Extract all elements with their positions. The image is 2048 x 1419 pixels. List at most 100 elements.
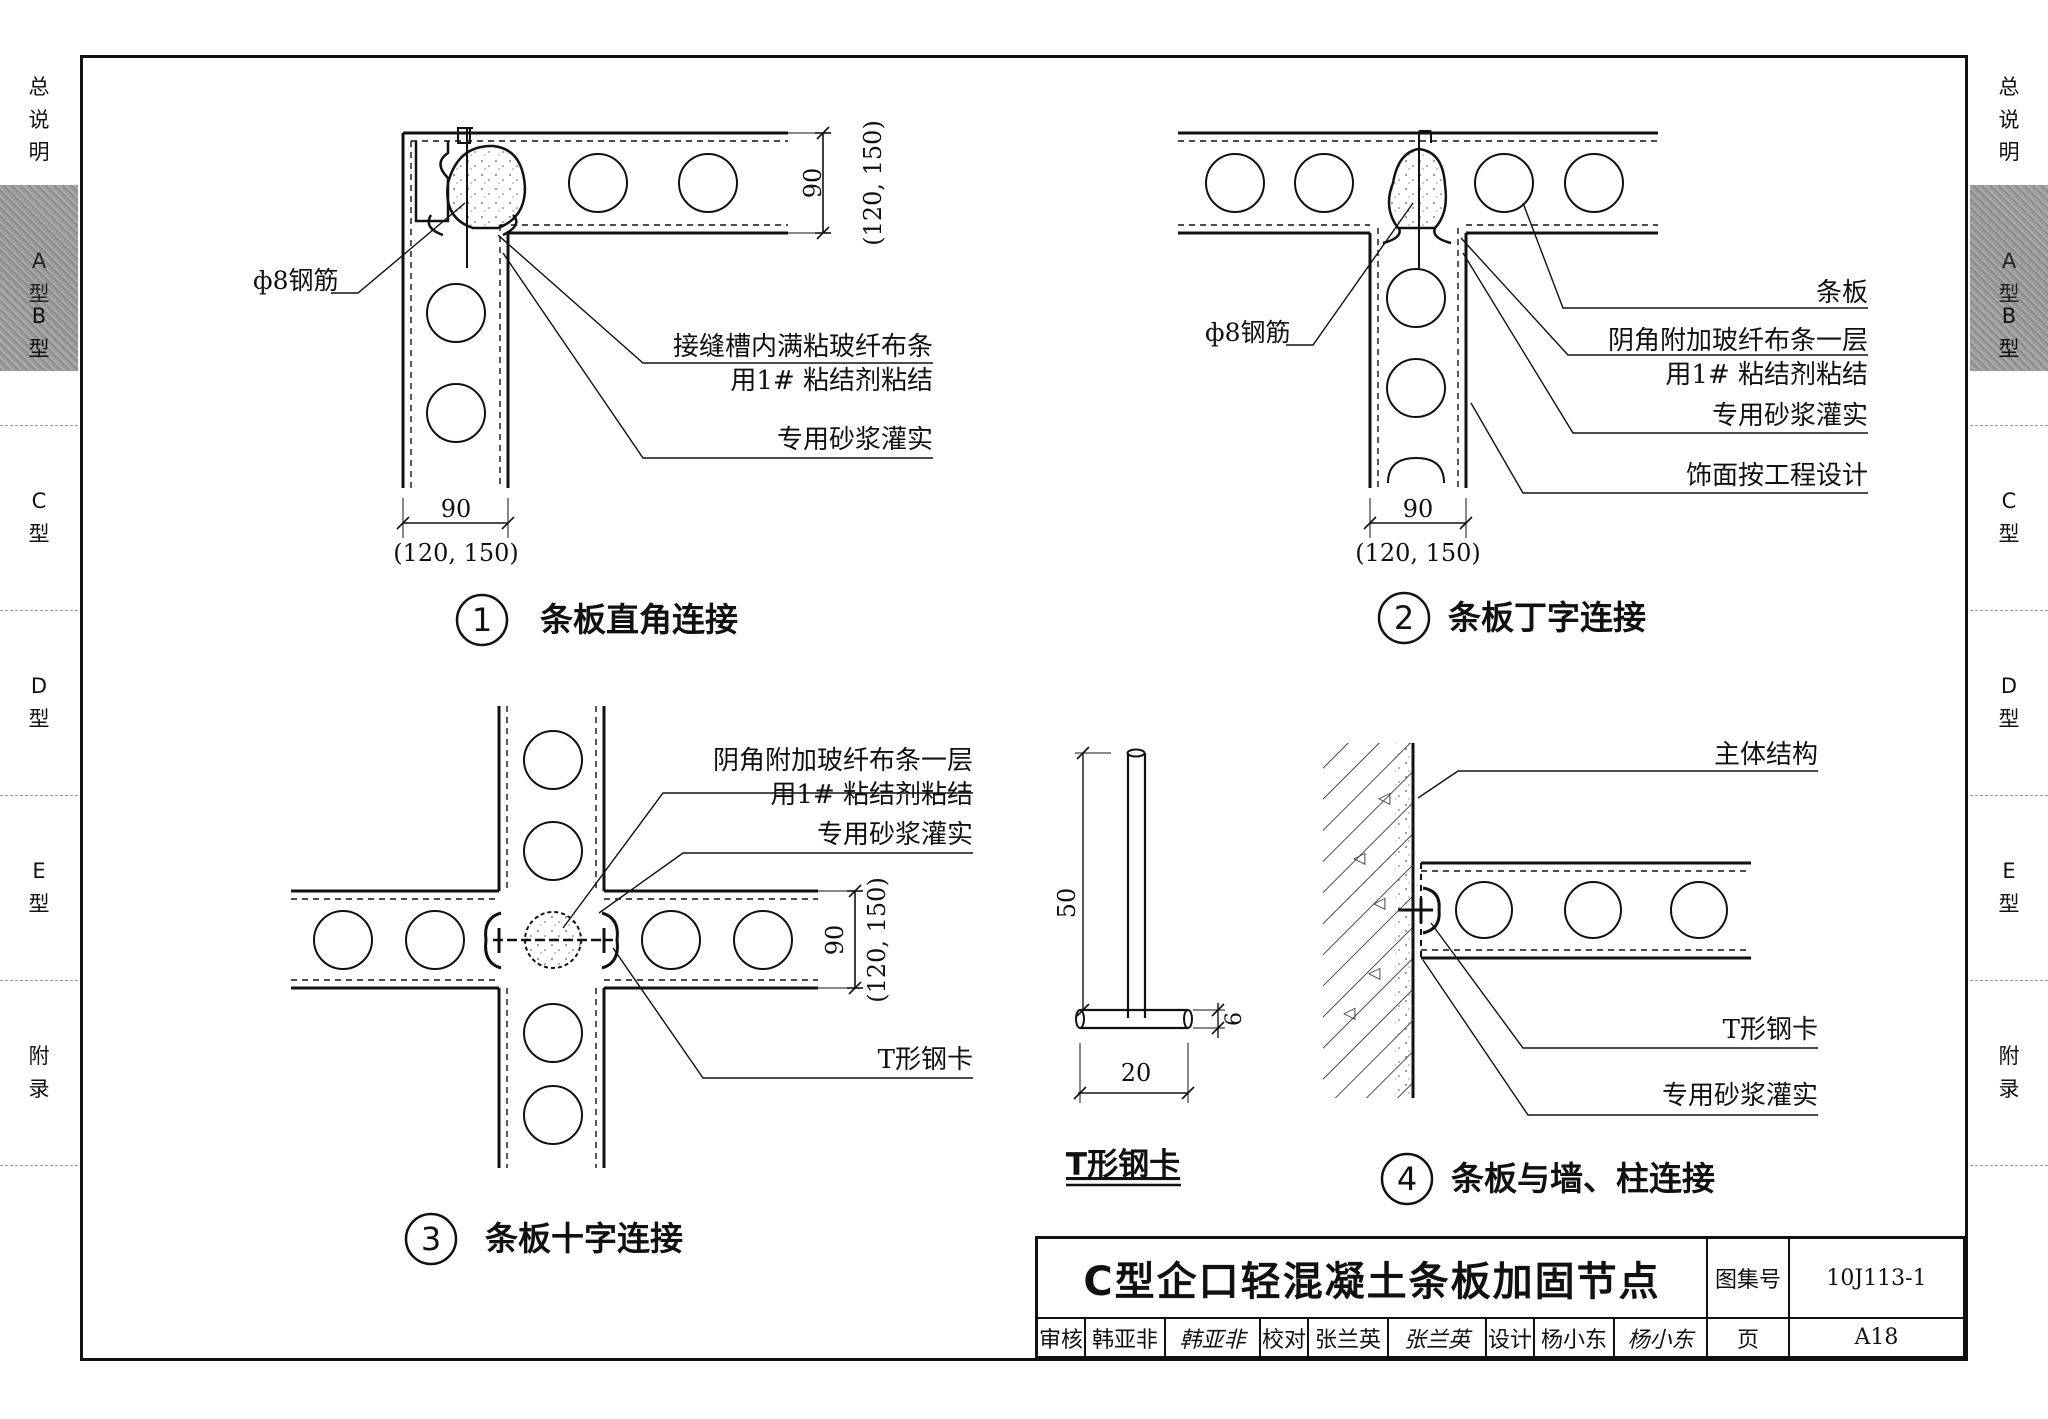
d2-label-a: 条板 [1816, 278, 1868, 308]
section-tab-char: 型 [1998, 336, 2020, 361]
drawing-frame: 90 (120, 150) 90 (120, 150) ф8钢筋 接缝槽内满粘玻… [80, 55, 1968, 1361]
d1-dim-horizontal-alt: (120, 150) [393, 539, 519, 567]
section-tab-char: E [32, 858, 46, 883]
page-label: 页 [1708, 1319, 1790, 1358]
section-tab-char: 型 [28, 336, 50, 361]
section-tab-char: 说 [1998, 107, 2020, 132]
section-tab-char: A [31, 248, 47, 273]
d3-label-b: 专用砂浆灌实 [817, 820, 973, 850]
atlas-number: 10J113-1 [1790, 1239, 1965, 1319]
tclip-dim-thickness: 6 [1222, 1012, 1247, 1026]
d2-label-d: 饰面按工程设计 [1686, 461, 1868, 491]
d3-dim-vertical-alt: (120, 150) [863, 877, 891, 1003]
drawing-title: C型企口轻混凝土条板加固节点 [1038, 1239, 1708, 1319]
section-tab-char: 型 [1998, 281, 2020, 306]
d1-number: 1 [472, 601, 492, 639]
section-tab[interactable]: 总说明 [1970, 55, 2048, 186]
d3-label-c: T形钢卡 [878, 1045, 973, 1075]
d4-label-a: 主体结构 [1714, 740, 1818, 770]
reviewer-signature: 韩亚非 [1166, 1319, 1261, 1358]
section-tab-char: 型 [1998, 521, 2020, 546]
d1-label-a1: 接缝槽内满粘玻纤布条 [673, 332, 933, 362]
section-tab-char: 型 [28, 706, 50, 731]
detail-2-tee-joint: 90 (120, 150) ф8钢筋 条板 阴角附加玻纤布条一层 用1# 粘结剂… [1178, 130, 1868, 645]
d2-dim-horizontal-alt: (120, 150) [1355, 539, 1481, 567]
tclip-dim-height: 50 [1053, 888, 1081, 919]
section-tab-char: 明 [1998, 140, 2020, 165]
detail-drawings: 90 (120, 150) 90 (120, 150) ф8钢筋 接缝槽内满粘玻… [253, 120, 1868, 1266]
section-tab[interactable]: 附录 [0, 980, 78, 1166]
section-tab-char: B [31, 303, 47, 328]
review-label: 审核 [1038, 1319, 1086, 1358]
section-tab-char: 录 [1998, 1076, 2020, 1101]
d3-label-a1: 阴角附加玻纤布条一层 [713, 746, 973, 776]
d1-dim-vertical: 90 [799, 168, 827, 199]
section-tab-char: D [30, 673, 48, 698]
svg-text:◁: ◁ [1352, 848, 1366, 867]
section-tab-char: 型 [1998, 706, 2020, 731]
section-tab-char: 附 [28, 1043, 50, 1068]
d2-title: 条板丁字连接 [1448, 598, 1646, 637]
d4-number: 4 [1397, 1160, 1417, 1198]
d2-label-b2: 用1# 粘结剂粘结 [1665, 360, 1868, 390]
d2-rebar-label: ф8钢筋 [1205, 318, 1290, 347]
d1-title: 条板直角连接 [540, 600, 738, 639]
section-tab-char: A [2001, 248, 2017, 273]
d3-number: 3 [421, 1220, 441, 1258]
section-tab-char: 型 [28, 281, 50, 306]
d1-dim-vertical-alt: (120, 150) [859, 120, 887, 246]
designer-signature: 杨小东 [1615, 1319, 1708, 1358]
svg-text:◁: ◁ [1372, 893, 1386, 912]
section-tab-char: C [2001, 488, 2017, 513]
d1-label-a2: 用1# 粘结剂粘结 [730, 366, 933, 396]
designer-name: 杨小东 [1535, 1319, 1615, 1358]
d3-label-a2: 用1# 粘结剂粘结 [770, 780, 973, 810]
d2-dim-horizontal: 90 [1403, 495, 1434, 523]
section-tab-char: E [2002, 858, 2016, 883]
d1-dim-horizontal: 90 [441, 495, 472, 523]
d1-label-b: 专用砂浆灌实 [777, 425, 933, 455]
d2-number: 2 [1394, 599, 1414, 637]
atlas-label: 图集号 [1708, 1239, 1790, 1319]
section-tab[interactable]: 附录 [1970, 980, 2048, 1166]
check-label: 校对 [1261, 1319, 1309, 1358]
title-block: C型企口轻混凝土条板加固节点 图集号 10J113-1 审核 韩亚非 韩亚非 校… [1035, 1236, 1965, 1358]
section-tab-char: 明 [28, 140, 50, 165]
checker-signature: 张兰英 [1389, 1319, 1487, 1358]
section-tab-char: D [2000, 673, 2018, 698]
checker-name: 张兰英 [1309, 1319, 1389, 1358]
section-tab-char: 总 [1998, 75, 2020, 100]
section-tab-char: 录 [28, 1076, 50, 1101]
d2-label-c: 专用砂浆灌实 [1712, 401, 1868, 431]
section-tab-char: B [2001, 303, 2017, 328]
svg-text:◁: ◁ [1342, 1003, 1356, 1022]
svg-text:◁: ◁ [1367, 963, 1381, 982]
page-number: A18 [1790, 1319, 1965, 1358]
section-tab-char: 附 [1998, 1043, 2020, 1068]
d1-rebar-label: ф8钢筋 [253, 266, 338, 295]
d4-label-b: T形钢卡 [1723, 1015, 1818, 1045]
section-tab[interactable]: 总说明 [0, 55, 78, 186]
tclip-dim-width: 20 [1121, 1059, 1152, 1087]
d4-title: 条板与墙、柱连接 [1451, 1159, 1715, 1198]
d3-title: 条板十字连接 [485, 1219, 683, 1258]
reviewer-name: 韩亚非 [1086, 1319, 1166, 1358]
detail-1-corner-joint: 90 (120, 150) 90 (120, 150) ф8钢筋 接缝槽内满粘玻… [253, 120, 933, 647]
section-tab-char: C [31, 488, 47, 513]
section-tab-char: 说 [28, 107, 50, 132]
tclip-title: T形钢卡 [1066, 1147, 1180, 1183]
design-label: 设计 [1487, 1319, 1535, 1358]
section-tab-char: 型 [28, 891, 50, 916]
